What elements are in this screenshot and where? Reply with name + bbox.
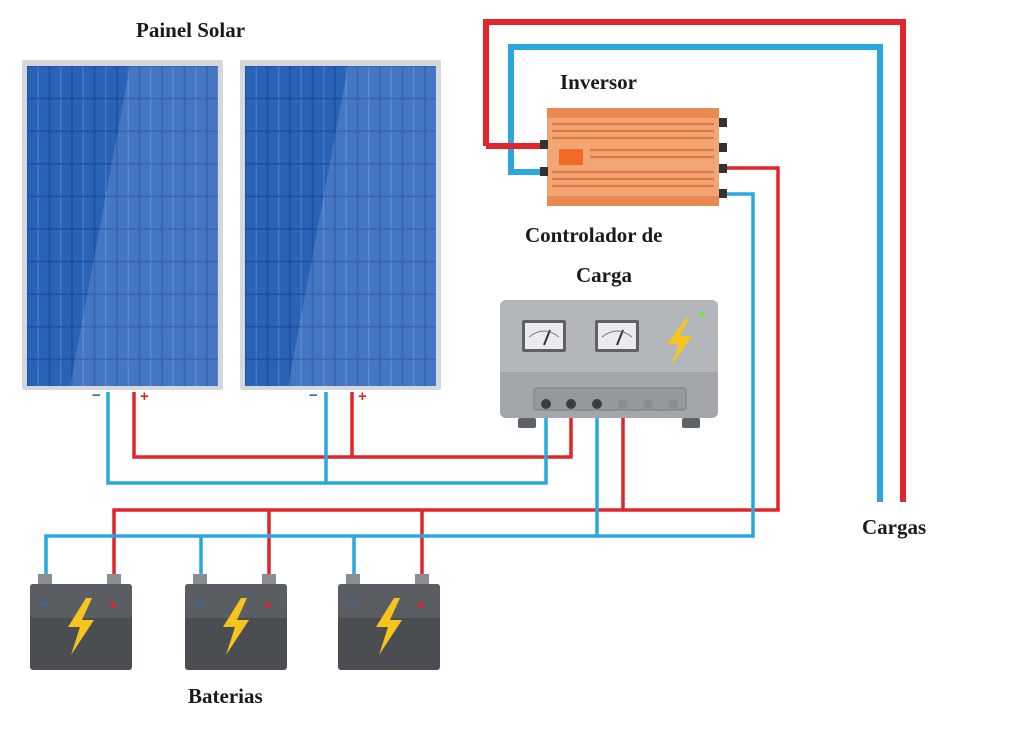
battery-wire-positive xyxy=(112,406,625,580)
lightning-bolt-icon xyxy=(223,598,249,655)
battery-1 xyxy=(30,574,132,670)
panel-right-negative-sign: − xyxy=(309,387,318,404)
inverter-label: Inversor xyxy=(560,70,637,94)
load-wire-positive xyxy=(483,19,906,502)
gauge-icon-left xyxy=(522,320,566,352)
loads-label: Cargas xyxy=(862,515,927,539)
inverter xyxy=(540,108,727,206)
charge-controller xyxy=(500,300,718,428)
battery-2-negative-sign: − xyxy=(195,596,204,613)
battery-wire-negative xyxy=(44,406,599,580)
lightning-bolt-icon xyxy=(68,598,94,655)
charge-controller-label-line2: Carga xyxy=(576,263,632,287)
gauge-icon-right xyxy=(595,320,639,352)
load-wire-negative xyxy=(508,44,883,502)
battery-2 xyxy=(185,574,287,670)
panel-left-negative-sign: − xyxy=(92,387,101,404)
solar-panel-label: Painel Solar xyxy=(136,18,246,42)
lightning-bolt-icon xyxy=(667,318,692,366)
inverter-display xyxy=(559,149,583,165)
charge-controller-label-line1: Controlador de xyxy=(525,223,663,247)
battery-3-positive-sign: + xyxy=(416,597,425,614)
panel-left-positive-sign: + xyxy=(140,388,149,405)
battery-1-positive-sign: + xyxy=(108,597,117,614)
battery-3 xyxy=(338,574,440,670)
inverter-wire-negative xyxy=(597,192,755,538)
batteries-label: Baterias xyxy=(188,684,263,708)
inverter-wire-positive xyxy=(623,166,780,512)
wiring xyxy=(44,19,906,580)
lightning-bolt-icon xyxy=(376,598,402,655)
battery-1-negative-sign: − xyxy=(40,596,49,613)
solar-panel-right xyxy=(240,60,441,390)
battery-3-negative-sign: − xyxy=(348,596,357,613)
panel-right-positive-sign: + xyxy=(358,388,367,405)
battery-2-positive-sign: + xyxy=(263,597,272,614)
solar-panel-left xyxy=(22,60,223,390)
